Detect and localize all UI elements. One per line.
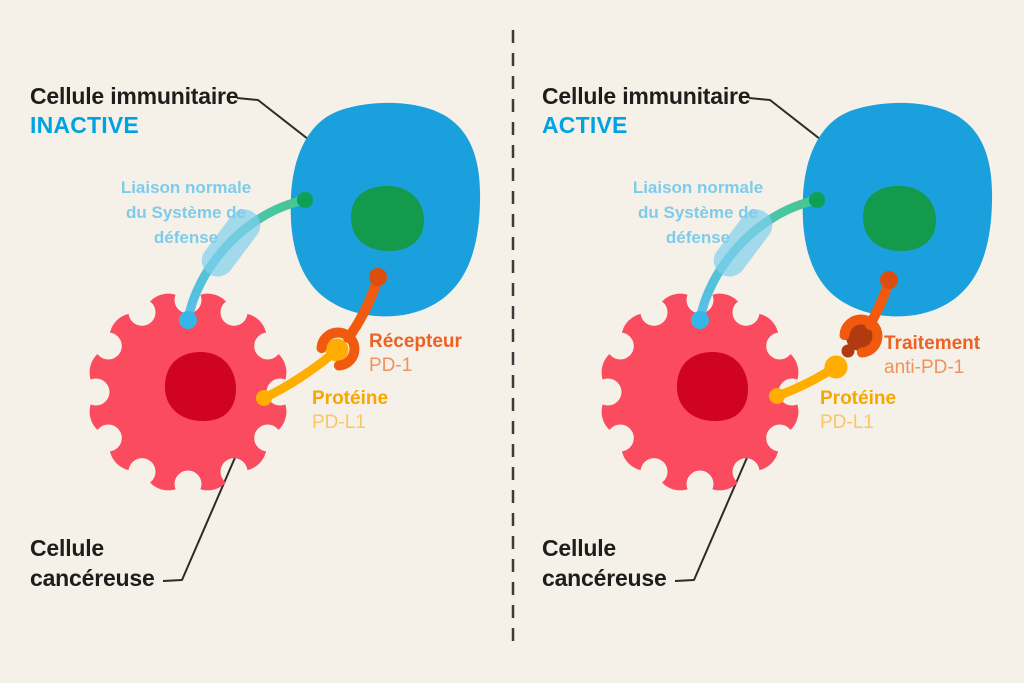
- immune-cell-title-text: Cellule immunitaire: [542, 83, 751, 109]
- immune-cell-title-text: Cellule immunitaire: [30, 83, 239, 109]
- leader-line-immune-right: [748, 97, 835, 151]
- receptor-label: Récepteur PD-1: [369, 331, 462, 376]
- immune-cell-right: [802, 102, 993, 317]
- treatment-label: Traitement anti-PD-1: [884, 333, 981, 378]
- pd1-claw-right: [839, 314, 883, 358]
- immune-cell-title-right: Cellule immunitaire ACTIVE: [542, 82, 751, 140]
- immune-cell-title-left: Cellule immunitaire INACTIVE: [30, 82, 239, 140]
- protein-label-left: Protéine PD-L1: [312, 388, 389, 433]
- state-inactive: INACTIVE: [30, 112, 139, 138]
- cancer-cell-label-left: Cellule cancéreuse: [30, 535, 155, 591]
- pd1-receptor-right: [839, 271, 898, 358]
- liaison-label-left: Liaison normale du Système de défense: [120, 178, 252, 247]
- protein-label-right: Protéine PD-L1: [820, 388, 897, 433]
- pd1-anchor-left: [369, 268, 387, 286]
- pdl1-ball-right: [824, 355, 848, 379]
- anti-pd1-treatment-ball: [846, 323, 874, 351]
- state-active: ACTIVE: [542, 112, 628, 138]
- pd1-claw-left: [316, 327, 360, 371]
- cancer-cell-label-right: Cellule cancéreuse: [542, 535, 667, 591]
- pd1-receptor-left: [316, 268, 387, 371]
- pdl1-protein-left: [256, 338, 349, 406]
- leader-line-immune-left: [236, 97, 323, 151]
- pdl1-ball-left: [325, 338, 349, 362]
- immune-cell-left: [290, 102, 481, 317]
- liaison-label-right: Liaison normale du Système de défense: [632, 178, 764, 247]
- pdl1-protein-right: [769, 355, 848, 404]
- pd1-anchor-right: [880, 271, 898, 289]
